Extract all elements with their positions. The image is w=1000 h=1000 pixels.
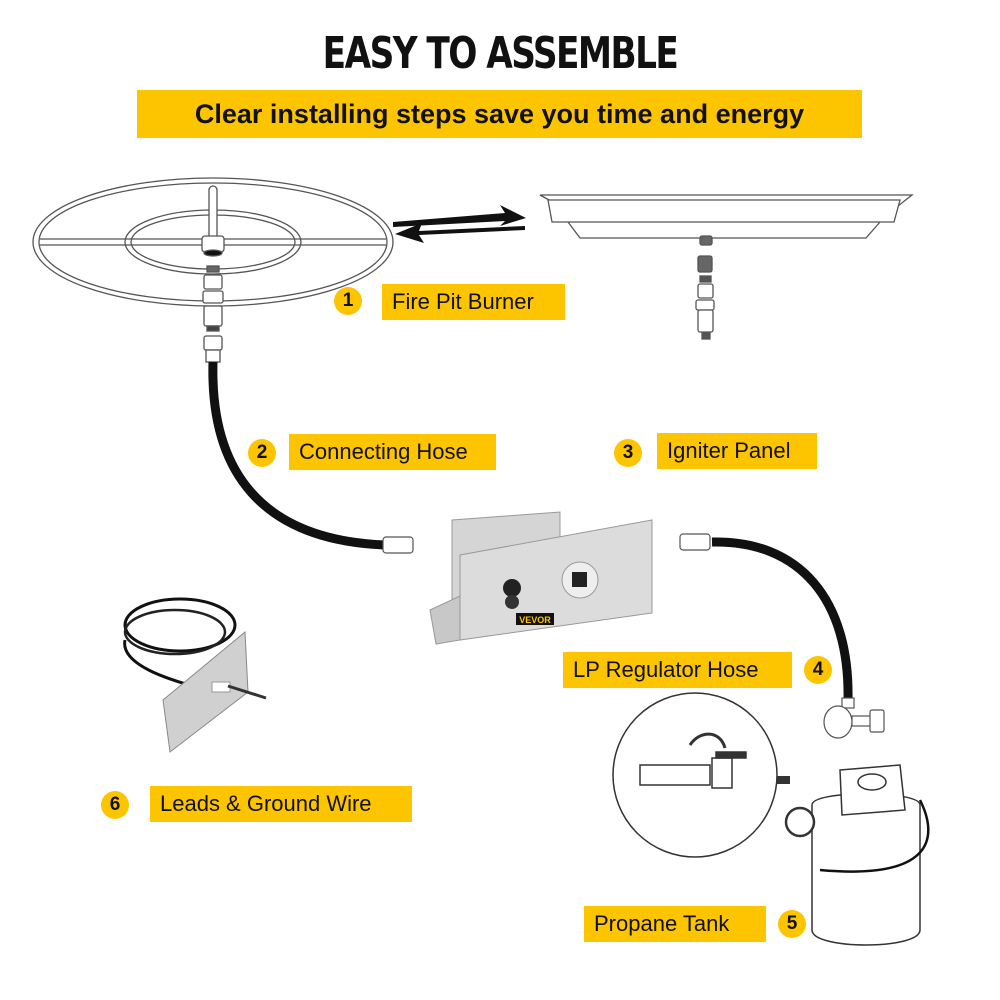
label-igniter-panel: Igniter Panel [657, 433, 817, 469]
label-lp-regulator-hose: LP Regulator Hose [563, 652, 792, 688]
step-number-2: 2 [248, 439, 276, 467]
label-connecting-hose: Connecting Hose [289, 434, 496, 470]
igniter-panel-icon: VEVOR [429, 511, 653, 645]
swap-arrows-icon [393, 205, 526, 243]
connection-detail-icon [612, 692, 778, 858]
step-number-4: 4 [804, 656, 832, 684]
lp-regulator-hose-icon [711, 537, 853, 701]
step-number-3: 3 [614, 439, 642, 467]
regulator-hose-fitting [679, 533, 711, 551]
vevor-logo: VEVOR [519, 615, 551, 625]
page-title: EASY TO ASSEMBLE [322, 28, 679, 79]
label-leads-ground-wire: Leads & Ground Wire [150, 786, 412, 822]
rectangular-burner-icon [539, 194, 914, 340]
subtitle-text: Clear installing steps save you time and… [194, 98, 805, 129]
round-burner-icon [32, 177, 394, 363]
step-number-1: 1 [334, 287, 362, 315]
step-number-5: 5 [778, 910, 806, 938]
subtitle-banner: Clear installing steps save you time and… [137, 90, 862, 138]
regulator-icon [823, 697, 885, 739]
label-propane-tank: Propane Tank [584, 906, 766, 942]
step-number-6: 6 [101, 791, 129, 819]
label-fire-pit-burner: Fire Pit Burner [382, 284, 565, 320]
propane-tank-icon [784, 764, 930, 946]
leads-ground-wire-icon [123, 597, 267, 753]
connecting-hose-icon [208, 361, 386, 550]
